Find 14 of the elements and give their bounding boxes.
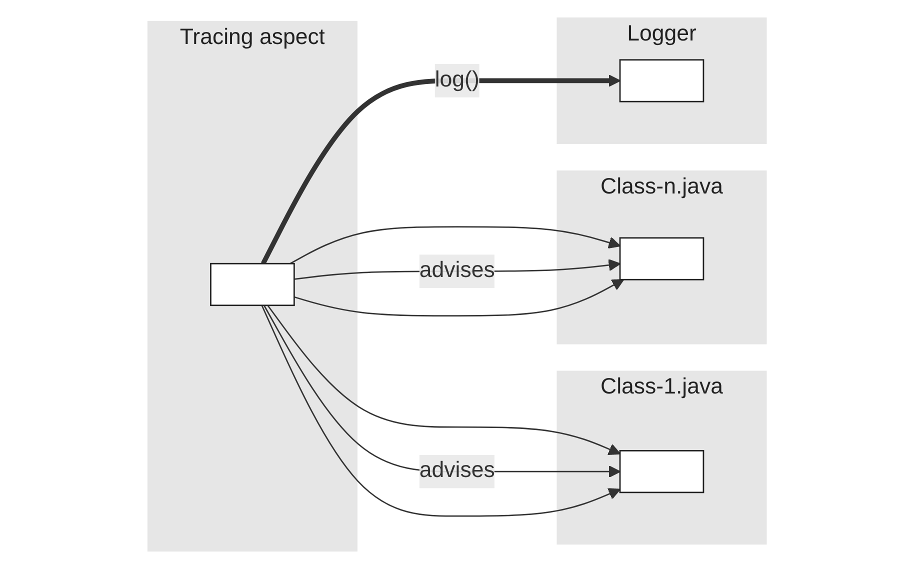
cluster: Tracing aspect xyxy=(147,20,358,552)
arrow xyxy=(290,226,620,264)
edge-label: advises xyxy=(419,258,495,282)
edge-label: log() xyxy=(434,68,480,92)
node-box xyxy=(619,59,704,102)
node-box xyxy=(210,262,295,306)
edge-label: advises xyxy=(419,459,495,483)
arrow xyxy=(294,279,624,316)
cluster: Class-n.java xyxy=(556,170,767,344)
node-box xyxy=(619,237,704,280)
cluster: Class-1.java xyxy=(556,370,767,545)
arrow xyxy=(260,74,620,265)
cluster: Logger xyxy=(556,17,767,144)
node-box xyxy=(619,450,704,494)
